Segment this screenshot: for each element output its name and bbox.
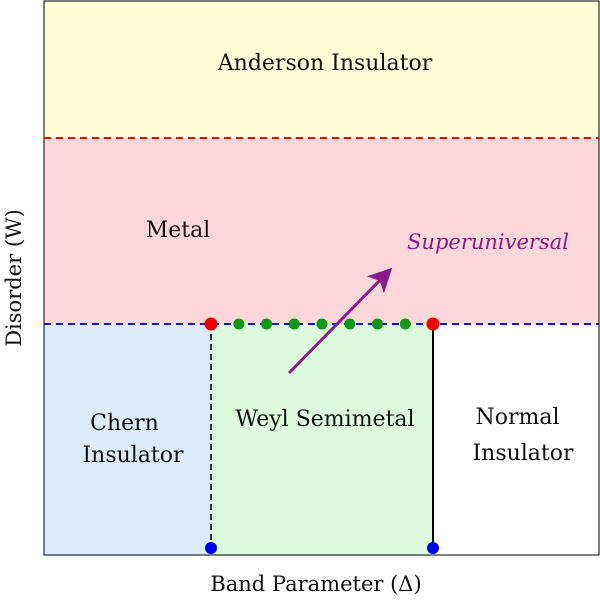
anderson-insulator-region bbox=[44, 1, 599, 138]
superuniversal-points bbox=[233, 318, 411, 330]
plot-frame bbox=[43, 0, 600, 556]
superuniversal-point bbox=[261, 318, 272, 330]
chern-insulator-label: Chern Insulator bbox=[82, 411, 184, 468]
y-axis-label: Disorder (W) bbox=[2, 209, 26, 347]
chern-insulator-region bbox=[44, 324, 211, 555]
superuniversal-label: Superuniversal bbox=[407, 230, 569, 254]
superuniversal-arrow bbox=[287, 267, 393, 375]
bottom-critical-point-right bbox=[427, 542, 439, 554]
bottom-critical-point-left bbox=[205, 542, 217, 554]
superuniversal-point bbox=[233, 318, 245, 330]
superuniversal-point bbox=[344, 318, 356, 330]
superuniversal-point bbox=[288, 318, 300, 330]
metal-label: Metal bbox=[146, 218, 211, 243]
multicritical-point-right bbox=[426, 317, 440, 331]
superuniversal-point bbox=[399, 318, 411, 330]
weyl-semimetal-label: Weyl Semimetal bbox=[235, 407, 414, 432]
metal-region bbox=[44, 138, 599, 324]
normal-insulator-region bbox=[433, 324, 599, 555]
anderson-insulator-label: Anderson Insulator bbox=[217, 51, 433, 76]
x-axis-label: Band Parameter (Δ) bbox=[210, 572, 421, 596]
weyl-semimetal-region bbox=[211, 324, 433, 555]
superuniversal-point bbox=[372, 318, 383, 330]
superuniversal-point bbox=[316, 318, 328, 330]
multicritical-point-left bbox=[204, 317, 218, 331]
normal-insulator-label: Normal Insulator bbox=[472, 405, 574, 466]
